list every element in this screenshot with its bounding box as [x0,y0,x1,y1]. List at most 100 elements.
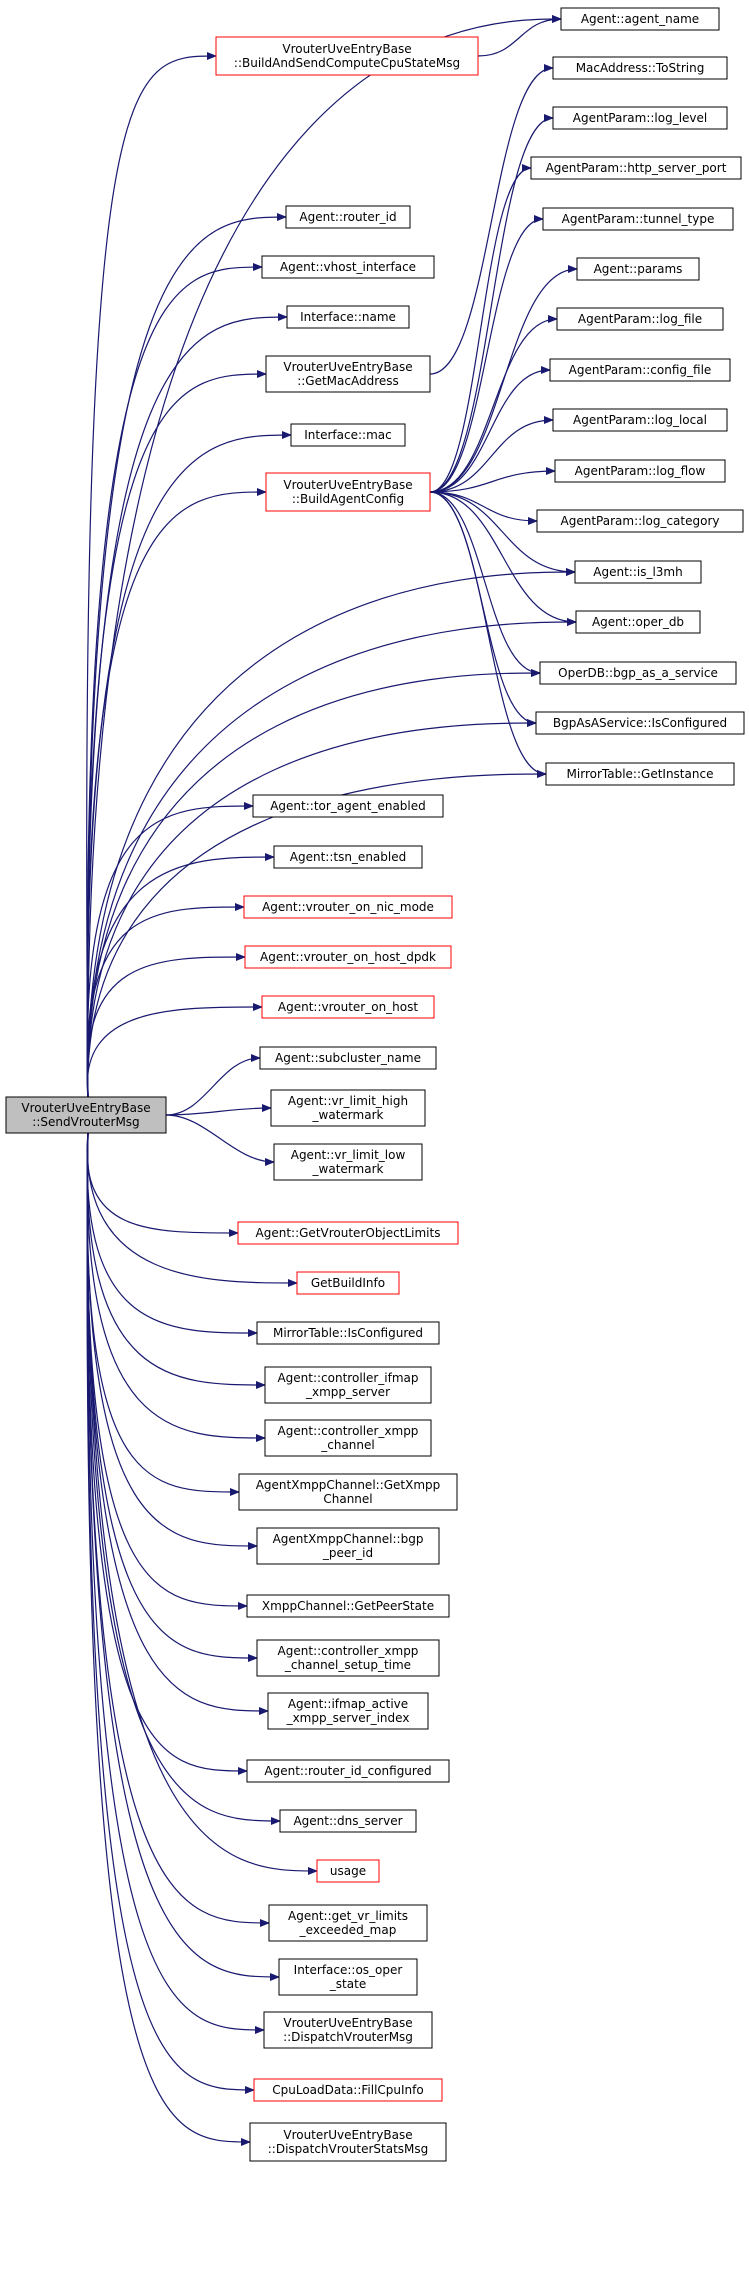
edge-root-to-vhost-interface [86,263,263,1098]
node-mirror-getinstance[interactable]: MirrorTable::GetInstance [545,762,735,786]
node-iface-mac[interactable]: Interface::mac [290,423,406,447]
node-mirror-isconfigured[interactable]: MirrorTable::IsConfigured [256,1321,440,1345]
edge-root-to-vr-low [165,1114,275,1166]
node-label: AgentParam::config_file [569,363,712,377]
node-label: _state [329,1977,366,1991]
edge-root-to-agent-name [87,15,562,1098]
node-box [256,1527,440,1565]
edge-buildagentconfig-to-log-file [429,315,558,493]
node-subcluster[interactable]: Agent::subcluster_name [259,1046,437,1070]
node-root[interactable]: VrouterUveEntryBase::SendVrouterMsg [5,1096,167,1134]
node-label: Agent::get_vr_limits [288,1909,408,1923]
node-host-dpdk[interactable]: Agent::vrouter_on_host_dpdk [244,945,452,969]
node-params[interactable]: Agent::params [576,257,700,281]
node-ifmap-index[interactable]: Agent::ifmap_active_xmpp_server_index [267,1692,429,1730]
node-dns-server[interactable]: Agent::dns_server [279,1809,417,1833]
node-log-level[interactable]: AgentParam::log_level [552,106,728,130]
edge-root-to-dispatch-vrouter [86,1132,265,2034]
node-vhost-interface[interactable]: Agent::vhost_interface [261,255,435,279]
node-label: ::BuildAgentConfig [292,492,404,506]
edge-buildagentconfig-to-log-level [429,114,554,493]
node-box [253,2078,443,2102]
node-box [530,156,742,180]
node-getmac[interactable]: VrouterUveEntryBase::GetMacAddress [265,355,431,393]
node-nic-mode[interactable]: Agent::vrouter_on_nic_mode [243,895,453,919]
node-label: _watermark [312,1108,384,1122]
node-label: Agent::subcluster_name [275,1051,421,1065]
node-setup-time[interactable]: Agent::controller_xmpp_channel_setup_tim… [256,1639,440,1677]
node-os-oper[interactable]: Interface::os_oper_state [278,1958,418,1996]
node-box [265,355,431,393]
node-log-flow[interactable]: AgentParam::log_flow [554,459,726,483]
node-agent-name[interactable]: Agent::agent_name [560,7,720,31]
node-box [286,305,410,329]
node-label: Agent::vrouter_on_nic_mode [262,900,434,914]
node-box [575,610,701,634]
node-box [261,995,435,1019]
node-label: ::DispatchVrouterStatsMsg [268,2142,429,2156]
edge-root-to-buildagentconfig [86,488,267,1098]
node-cpustate[interactable]: VrouterUveEntryBase::BuildAndSendCompute… [215,36,479,76]
edge-root-to-setup-time [86,1132,258,1662]
node-log-local[interactable]: AgentParam::log_local [552,408,728,432]
node-dispatch-vrouter[interactable]: VrouterUveEntryBase::DispatchVrouterMsg [263,2011,433,2049]
node-router-id[interactable]: Agent::router_id [285,205,411,229]
edge-root-to-vr-high [165,1104,272,1116]
edge-buildagentconfig-to-oper-db [429,491,577,626]
node-log-category[interactable]: AgentParam::log_category [536,509,744,533]
node-bgp-peer[interactable]: AgentXmppChannel::bgp_peer_id [256,1527,440,1565]
node-xmpp-channel[interactable]: Agent::controller_xmpp_channel [264,1419,432,1457]
edge-root-to-mirror-isconfigured [86,1132,258,1337]
node-vr-low[interactable]: Agent::vr_limit_low_watermark [273,1143,423,1181]
node-on-host[interactable]: Agent::vrouter_on_host [261,995,435,1019]
edge-buildagentconfig-to-bgp-as-a-service [429,491,541,677]
node-box [237,1221,459,1245]
node-mac-tostring[interactable]: MacAddress::ToString [552,56,728,80]
node-is-l3mh[interactable]: Agent::is_l3mh [574,560,702,584]
node-label: ::BuildAndSendComputeCpuStateMsg [234,56,460,70]
node-obj-limits[interactable]: Agent::GetVrouterObjectLimits [237,1221,459,1245]
node-vr-limits-map[interactable]: Agent::get_vr_limits_exceeded_map [268,1904,428,1942]
node-cpuinfo[interactable]: CpuLoadData::FillCpuInfo [253,2078,443,2102]
node-label: OperDB::bgp_as_a_service [558,666,718,680]
node-label: Agent::vrouter_on_host [278,1000,418,1014]
node-dispatch-stats[interactable]: VrouterUveEntryBase::DispatchVrouterStat… [249,2122,447,2162]
node-label: AgentParam::log_local [573,413,707,427]
node-box [552,408,728,432]
node-ifmap-server[interactable]: Agent::controller_ifmap_xmpp_server [264,1366,432,1404]
node-oper-db[interactable]: Agent::oper_db [575,610,701,634]
node-box [556,307,724,331]
node-buildagentconfig[interactable]: VrouterUveEntryBase::BuildAgentConfig [265,472,431,512]
node-label: Agent::is_l3mh [593,565,682,579]
node-label: Agent::tor_agent_enabled [270,799,426,813]
edge-root-to-usage [86,1132,318,1875]
node-usage[interactable]: usage [316,1859,380,1883]
node-bgp-as-a-service[interactable]: OperDB::bgp_as_a_service [539,661,737,685]
node-rid-configured[interactable]: Agent::router_id_configured [246,1759,450,1783]
node-label: Agent::controller_ifmap [277,1371,418,1385]
edge-root-to-cpuinfo [86,1132,255,2094]
node-label: _channel_setup_time [284,1658,411,1672]
node-http-port[interactable]: AgentParam::http_server_port [530,156,742,180]
node-config-file[interactable]: AgentParam::config_file [549,358,731,382]
node-bgp-isconfigured[interactable]: BgpAsAService::IsConfigured [535,711,745,735]
node-log-file[interactable]: AgentParam::log_file [556,307,724,331]
node-tor-agent[interactable]: Agent::tor_agent_enabled [252,794,444,818]
node-tunnel-type[interactable]: AgentParam::tunnel_type [542,207,734,231]
node-buildinfo[interactable]: GetBuildInfo [296,1271,400,1295]
edge-root-to-obj-limits [86,1132,239,1237]
node-tsn-enabled[interactable]: Agent::tsn_enabled [273,845,423,869]
node-box [268,1904,428,1942]
nodes-layer: VrouterUveEntryBase::SendVrouterMsgVrout… [5,7,745,2162]
node-box [552,56,728,80]
node-label: AgentParam::log_level [573,111,707,125]
node-label: Agent::GetVrouterObjectLimits [256,1226,441,1240]
node-iface-name[interactable]: Interface::name [286,305,410,329]
node-label: Agent::dns_server [293,1814,402,1828]
node-peerstate[interactable]: XmppChannel::GetPeerState [246,1594,450,1618]
node-box [263,2011,433,2049]
node-vr-high[interactable]: Agent::vr_limit_high_watermark [270,1089,426,1127]
node-box [249,2122,447,2162]
